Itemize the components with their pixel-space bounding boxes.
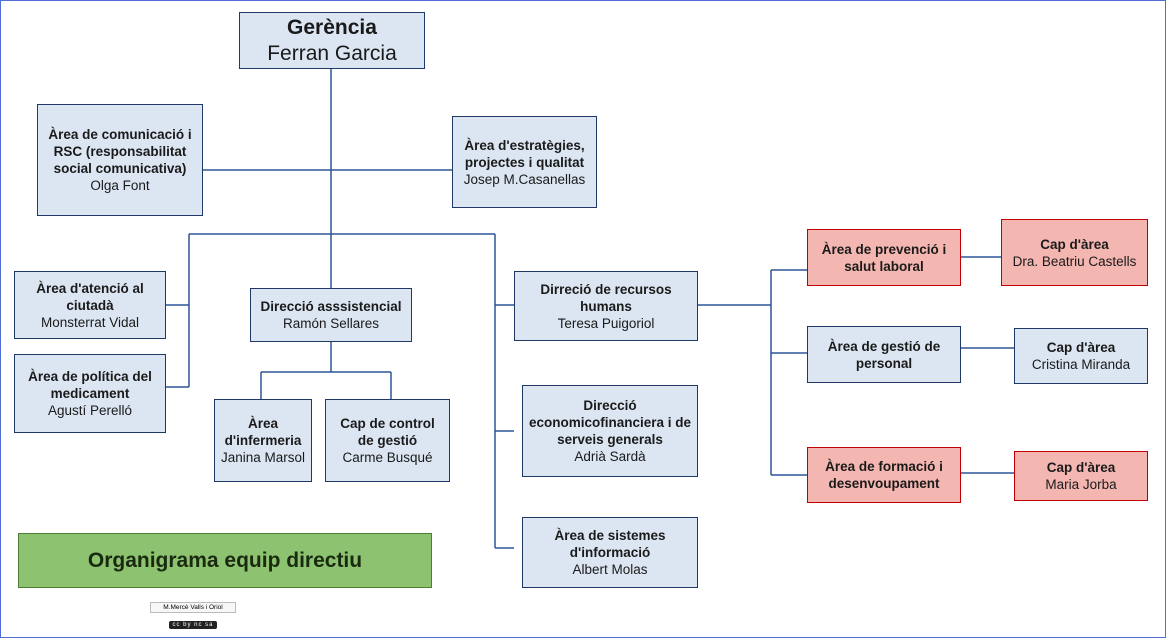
box-title: Àrea de gestió de personal xyxy=(827,338,941,371)
author-credit: M.Mercè Valls i Oriol cc by nc sa xyxy=(147,602,239,634)
box-title: Cap d'àrea xyxy=(1046,340,1116,355)
box-person: Janina Marsol xyxy=(220,450,306,465)
box-title: Àrea d'infermeria xyxy=(224,416,302,448)
box-person: Ferran Garcia xyxy=(267,41,397,65)
box-medicament: Àrea de política del medicament Agustí P… xyxy=(14,354,166,433)
box-sistemes: Àrea de sistemes d'informació Albert Mol… xyxy=(522,517,698,588)
box-assistencial: Direcció asssistencial Ramón Sellares xyxy=(250,288,412,342)
box-title: Àrea de comunicació i RSC (responsabilit… xyxy=(48,127,192,176)
box-title: Cap d'àrea xyxy=(1040,236,1109,252)
box-person: Albert Molas xyxy=(572,562,648,577)
box-prevencio: Àrea de prevenció i salut laboral xyxy=(807,229,961,286)
box-atencio: Àrea d'atenció al ciutadà Monsterrat Vid… xyxy=(14,271,166,339)
box-comunicacio: Àrea de comunicació i RSC (responsabilit… xyxy=(37,104,203,216)
box-person: Teresa Puigoriol xyxy=(557,315,655,331)
box-infermeria: Àrea d'infermeria Janina Marsol xyxy=(214,399,312,482)
cc-license-icon: cc by nc sa xyxy=(169,621,217,629)
box-control: Cap de control de gestió Carme Busqué xyxy=(325,399,450,482)
box-cap-gestio: Cap d'àrea Cristina Miranda xyxy=(1014,328,1148,384)
box-title: Cap de control de gestió xyxy=(340,416,435,448)
box-person: Adrià Sardà xyxy=(574,449,646,464)
box-person: Olga Font xyxy=(90,178,150,193)
box-person: Monsterrat Vidal xyxy=(40,314,140,330)
box-cap-formacio: Cap d'àrea Maria Jorba xyxy=(1014,451,1148,501)
box-estrategies: Àrea d'estratègies, projectes i qualitat… xyxy=(452,116,597,208)
box-title: Gerència xyxy=(287,15,377,39)
box-title: Àrea de política del medicament xyxy=(28,369,152,401)
box-person: Ramón Sellares xyxy=(282,316,380,331)
box-person: Maria Jorba xyxy=(1045,477,1117,492)
box-gerencia: Gerència Ferran Garcia xyxy=(239,12,425,69)
box-title: Direcció asssistencial xyxy=(260,299,402,314)
title-banner: Organigrama equip directiu xyxy=(18,533,432,588)
box-person: Agustí Perelló xyxy=(47,403,133,418)
box-title: Àrea de formació i desenvoupament xyxy=(825,459,943,491)
box-rrhh: Dirreció de recursos humans Teresa Puigo… xyxy=(514,271,698,341)
box-economica: Direcció economicofinanciera i de servei… xyxy=(522,385,698,477)
box-title: Dirreció de recursos humans xyxy=(540,281,672,314)
box-title: Àrea d'estratègies, projectes i qualitat xyxy=(464,137,585,170)
box-cap-prevencio: Cap d'àrea Dra. Beatriu Castells xyxy=(1001,219,1148,286)
box-gestio-personal: Àrea de gestió de personal xyxy=(807,326,961,383)
box-title: Cap d'àrea xyxy=(1046,460,1116,475)
box-title: Àrea d'atenció al ciutadà xyxy=(36,280,144,313)
box-title: Àrea de prevenció i salut laboral xyxy=(821,241,947,274)
box-formacio: Àrea de formació i desenvoupament xyxy=(807,447,961,503)
box-person: Dra. Beatriu Castells xyxy=(1012,253,1137,269)
box-person: Carme Busqué xyxy=(342,450,433,465)
box-person: Josep M.Casanellas xyxy=(463,171,586,187)
box-person: Cristina Miranda xyxy=(1031,357,1131,372)
box-title: Àrea de sistemes d'informació xyxy=(554,528,666,560)
box-title: Direcció economicofinanciera i de servei… xyxy=(528,398,692,447)
author-name: M.Mercè Valls i Oriol xyxy=(150,602,236,613)
